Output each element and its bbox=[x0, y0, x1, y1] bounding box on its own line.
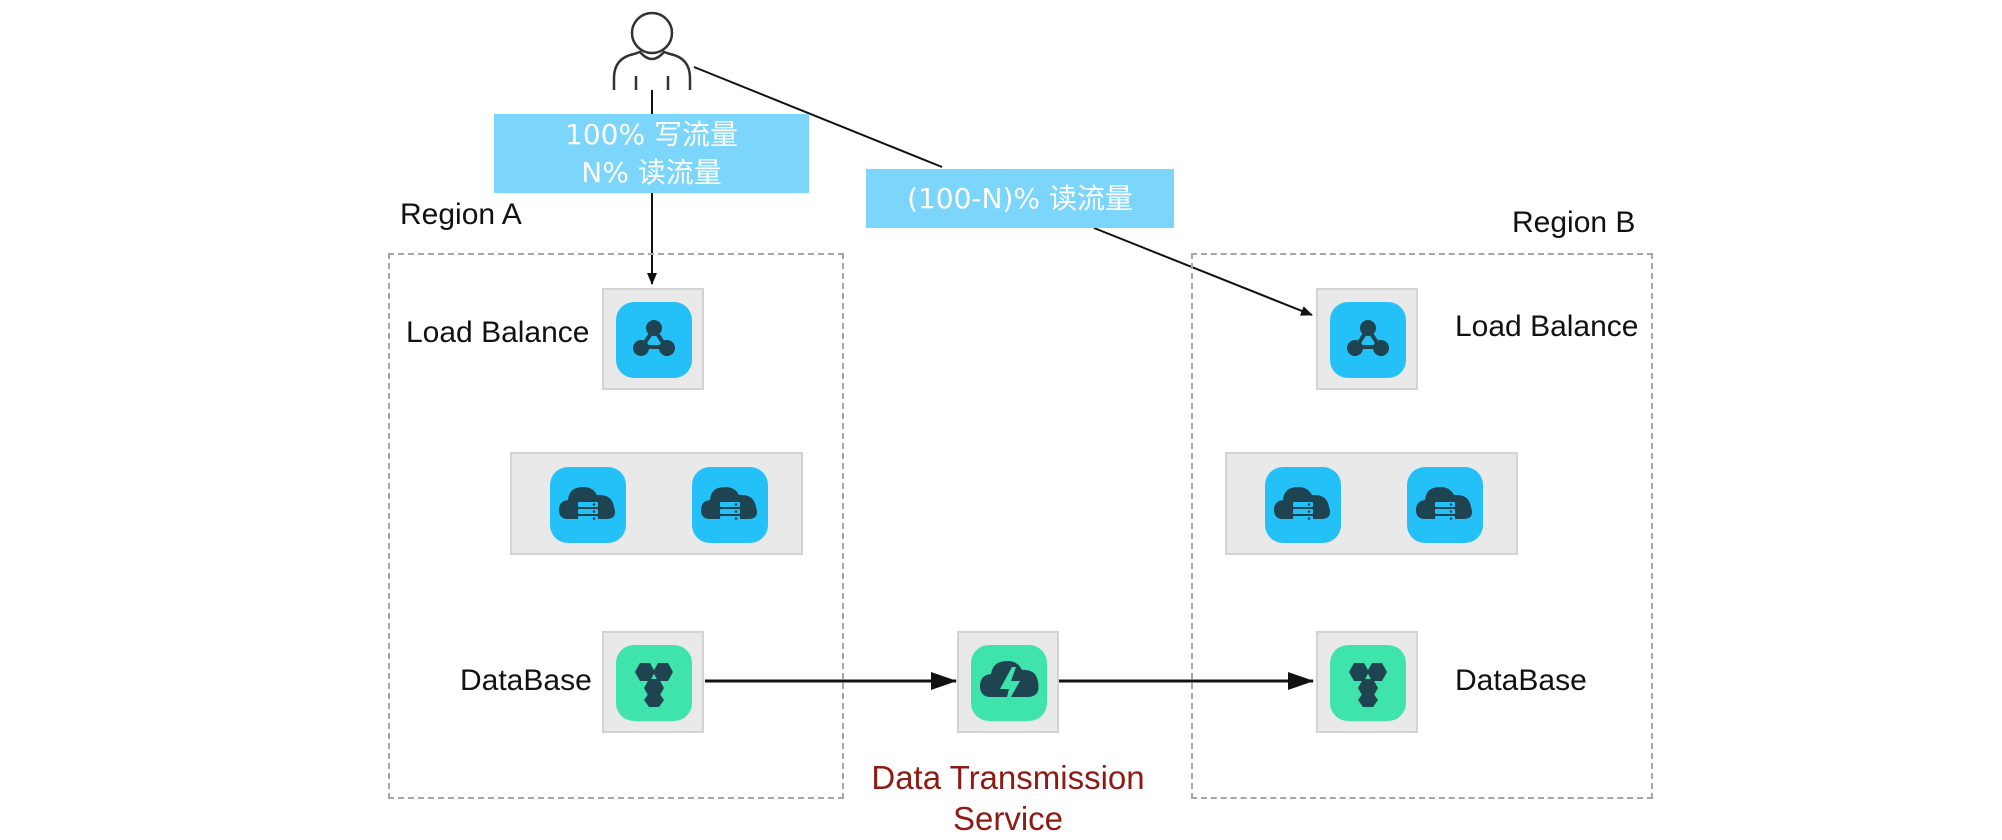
dts-label-line2: Service bbox=[952, 800, 1064, 837]
cloud-server-icon bbox=[550, 467, 626, 543]
region-a-boundary bbox=[388, 253, 844, 799]
cloud-server-icon bbox=[1407, 467, 1483, 543]
database-icon bbox=[616, 645, 692, 721]
region-a-load-balancer-node[interactable] bbox=[602, 288, 704, 390]
region-b-load-balance-label: Load Balance bbox=[1455, 310, 1639, 343]
cloud-server-icon bbox=[692, 467, 768, 543]
dts-label: Data Transmission Service bbox=[858, 757, 1158, 839]
region-b-database-label: DataBase bbox=[1455, 664, 1587, 697]
region-b-read-flow-label: (100-N)% 读流量 bbox=[866, 169, 1174, 228]
dts-icon bbox=[971, 645, 1047, 721]
dts-label-line1: Data Transmission bbox=[871, 759, 1145, 796]
region-a-server-group[interactable] bbox=[510, 452, 803, 555]
write-flow-text: 100% 写流量 bbox=[565, 117, 738, 151]
region-b-load-balancer-node[interactable] bbox=[1316, 288, 1418, 390]
region-a-load-balance-label: Load Balance bbox=[406, 316, 590, 349]
dts-node[interactable] bbox=[957, 631, 1059, 733]
region-b-server-group[interactable] bbox=[1225, 452, 1518, 555]
write-read-flow-label: 100% 写流量 N% 读流量 bbox=[494, 114, 809, 193]
region-b-boundary bbox=[1191, 253, 1653, 799]
region-b-title: Region B bbox=[1512, 206, 1636, 239]
load-balancer-icon bbox=[1330, 302, 1406, 378]
region-b-read-flow-text: (100-N)% 读流量 bbox=[907, 181, 1133, 215]
user-icon bbox=[608, 8, 698, 92]
load-balancer-icon bbox=[616, 302, 692, 378]
cloud-server-icon bbox=[1265, 467, 1341, 543]
label-b-to-load-balance-b-arrow bbox=[1093, 227, 1313, 316]
region-a-database-label: DataBase bbox=[460, 664, 592, 697]
region-a-title: Region A bbox=[400, 198, 522, 231]
read-flow-text: N% 读流量 bbox=[581, 155, 722, 189]
user-to-label-b-connector bbox=[693, 66, 943, 168]
database-icon bbox=[1330, 645, 1406, 721]
region-b-database-node[interactable] bbox=[1316, 631, 1418, 733]
region-a-database-node[interactable] bbox=[602, 631, 704, 733]
